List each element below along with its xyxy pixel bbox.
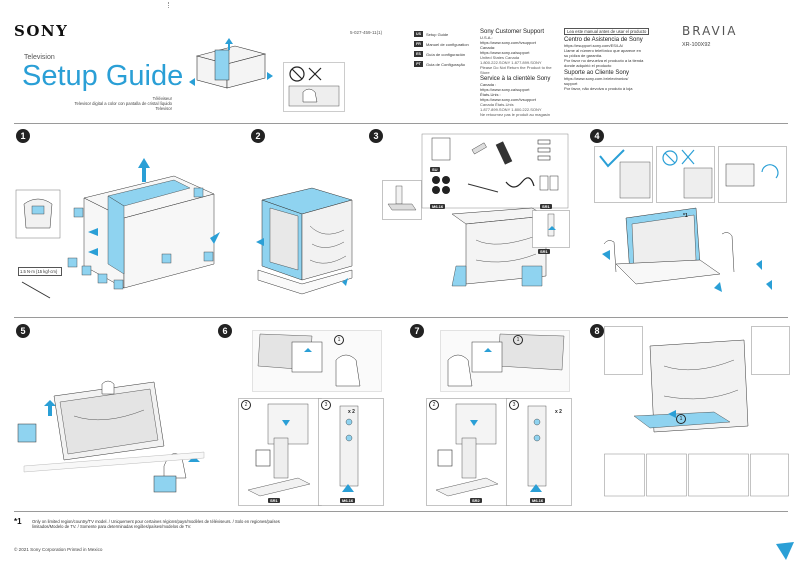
screw-count: x 2 bbox=[348, 409, 355, 415]
part-tag-screw: M6.16 bbox=[340, 498, 356, 503]
note-mark-step-4: *1 bbox=[683, 213, 688, 219]
copyright: © 2021 Sony Corporation Printed in Mexic… bbox=[14, 547, 103, 552]
accessories-illustration bbox=[421, 133, 569, 209]
step-number-5: 5 bbox=[16, 324, 30, 338]
substep-label: 3 bbox=[509, 400, 519, 410]
step-7-substep-2 bbox=[426, 398, 510, 506]
language-code-badge: FR bbox=[414, 41, 423, 47]
do-not-touch-illustration bbox=[283, 62, 345, 112]
step-1-illustration bbox=[15, 158, 220, 299]
step-8-illustration bbox=[604, 326, 790, 497]
step-number-7: 7 bbox=[410, 324, 424, 338]
screw-count: x 2 bbox=[555, 409, 562, 415]
unboxing-illustration bbox=[189, 38, 273, 89]
model-number: XR-100X92 bbox=[682, 42, 711, 48]
accessory-tag-su: SU bbox=[430, 167, 440, 172]
torque-spec: 1.5 N·m {15 kgf·cm} bbox=[18, 267, 62, 276]
accessory-tag-sr1: SR1 bbox=[538, 249, 550, 254]
part-tag-sr1: SR1 bbox=[268, 498, 280, 503]
section-divider bbox=[14, 123, 788, 124]
step-number-3: 3 bbox=[369, 129, 383, 143]
step-number-4: 4 bbox=[590, 129, 604, 143]
substep-label: 1 bbox=[334, 335, 344, 345]
bravia-logo: BRAVIA bbox=[682, 24, 738, 38]
sony-logo: SONY bbox=[14, 22, 69, 40]
step-number-2: 2 bbox=[251, 129, 265, 143]
recycle-corner-icon bbox=[776, 542, 794, 560]
support-ca-link[interactable]: https://www.sony.ca/support bbox=[480, 50, 530, 55]
stand-screw-detail bbox=[532, 210, 570, 248]
part-tag-screw: M6.16 bbox=[530, 498, 546, 503]
step-7-substep-3 bbox=[506, 398, 572, 506]
substep-label: 2 bbox=[241, 400, 251, 410]
substep-label: 1 bbox=[676, 414, 686, 424]
language-code-badge: ES bbox=[414, 51, 423, 57]
step-number-8: 8 bbox=[590, 324, 604, 338]
footnote-mark: *1 bbox=[14, 517, 22, 526]
step-6-top-illustration bbox=[252, 330, 382, 392]
step-7-top-illustration bbox=[440, 330, 570, 392]
support-fr-ca-link[interactable]: https://www.sony.ca/support bbox=[480, 87, 530, 92]
support-pt-link[interactable]: https://www.sony.com.br/electronics/ bbox=[564, 76, 629, 81]
support-es-link[interactable]: https://esupport.sony.com/ES/LA/ bbox=[564, 43, 624, 48]
model-code: 5-027-459-11(1) bbox=[350, 30, 383, 35]
substep-label: 3 bbox=[321, 400, 331, 410]
step-6-substep-3 bbox=[318, 398, 384, 506]
stand-detail-illustration bbox=[382, 180, 422, 220]
substep-label: 2 bbox=[429, 400, 439, 410]
support-es-pt-block: Lea este manual antes de usar el product… bbox=[564, 28, 658, 91]
support-us-link[interactable]: https://www.sony.com/tvsupport bbox=[480, 40, 536, 45]
part-tag-sr2: SR2 bbox=[470, 498, 482, 503]
footnote-text: Only on limited region/country/TV model.… bbox=[32, 519, 280, 530]
substep-label: 1 bbox=[513, 335, 523, 345]
accessory-tag-screw: M6.16 bbox=[430, 204, 446, 209]
subtitles: Téléviseur Televisor digital a color con… bbox=[74, 96, 172, 111]
page-title: Setup Guide bbox=[22, 60, 184, 92]
section-divider bbox=[14, 511, 788, 512]
fold-mark bbox=[168, 2, 171, 8]
step-number-1: 1 bbox=[16, 129, 30, 143]
step-6-substep-2 bbox=[238, 398, 322, 506]
read-first-note: Lea este manual antes de usar el product… bbox=[564, 28, 650, 35]
step-4-handling-panels bbox=[594, 146, 787, 203]
step-2-illustration bbox=[256, 187, 353, 295]
support-fr-us-link[interactable]: https://www.sony.com/tvsupport bbox=[480, 97, 536, 102]
section-divider bbox=[14, 317, 788, 318]
step-number-6: 6 bbox=[218, 324, 232, 338]
step-3-illustration bbox=[451, 207, 547, 287]
support-us-block: Sony Customer Support U.S.A.: https://ww… bbox=[480, 28, 562, 117]
accessory-tag-ca: SR1 bbox=[540, 204, 552, 209]
language-code-badge: PT bbox=[414, 61, 423, 67]
step-4-illustration bbox=[602, 207, 772, 292]
language-code-badge: US bbox=[414, 31, 423, 37]
step-5-illustration bbox=[17, 380, 205, 493]
product-type: Television bbox=[24, 54, 55, 61]
